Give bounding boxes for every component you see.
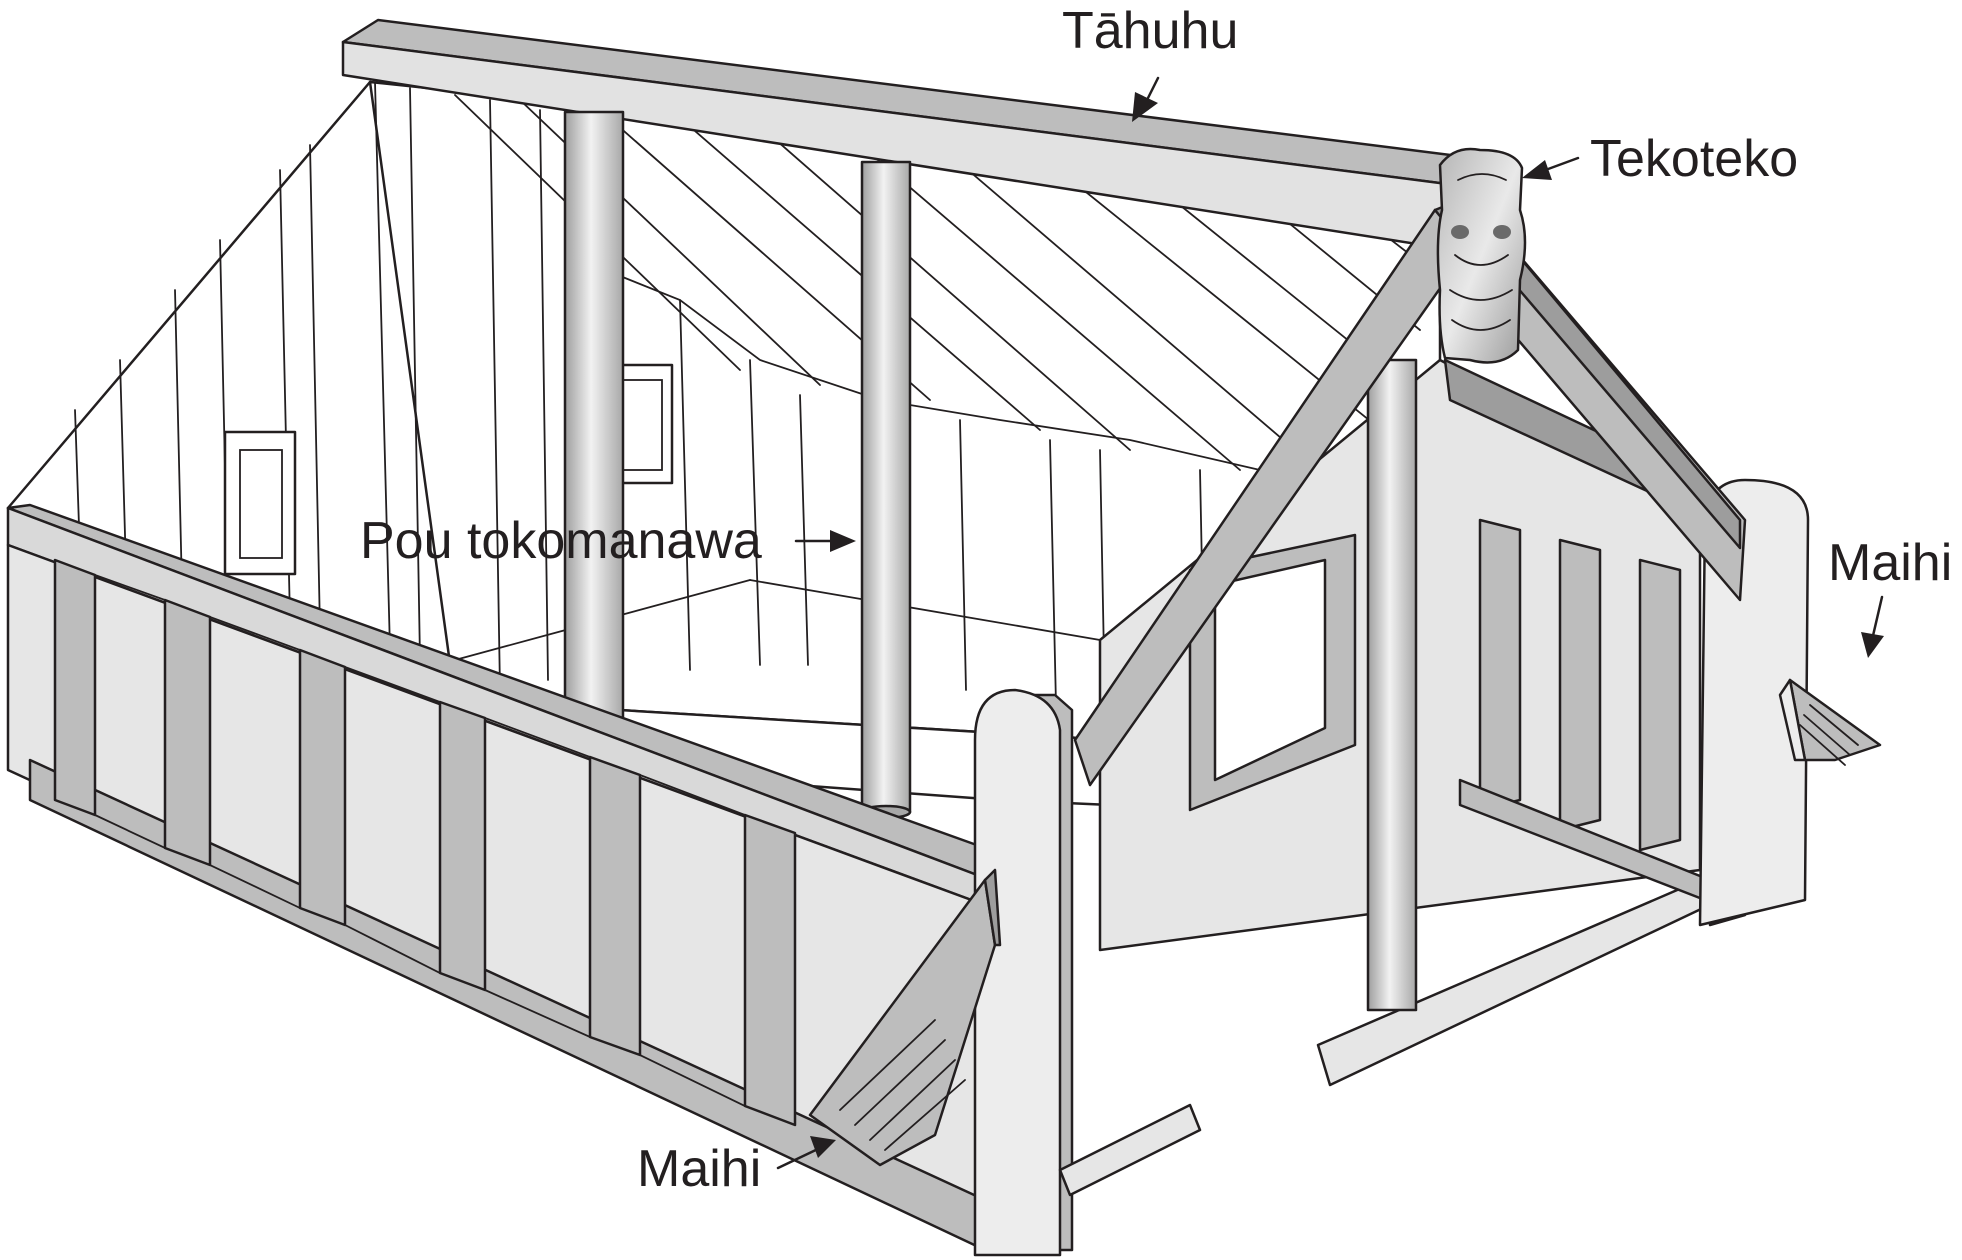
label-pou-tokomanawa: Pou tokomanawa [360,512,762,570]
window-left [223,430,297,576]
front-porch [808,147,1882,1257]
arrow-pou-icon [830,530,856,552]
porch-planks [1478,518,1682,852]
side-wall [6,503,987,1252]
front-center-post [1366,358,1418,1012]
pou-post-center [860,160,912,814]
label-maihi-right: Maihi [1828,534,1952,592]
label-tahuhu: Tāhuhu [1062,2,1238,60]
annotations: Tāhuhu Tekoteko Pou tokomanawa Maihi Mai… [360,2,1952,1198]
wall-planks [74,81,1296,736]
tekoteko-carving [1436,147,1527,364]
label-tekoteko: Tekoteko [1590,130,1798,188]
maihi-right-raparapa [1778,678,1882,766]
arrow-tekoteko-icon [1522,160,1552,180]
arrow-tahuhu-icon [1132,92,1158,122]
pou-post-left [563,110,625,724]
arrow-maihi-right-icon [1861,632,1884,658]
label-maihi-left: Maihi [637,1140,761,1198]
maihi-left-raparapa [808,868,1002,1167]
arrow-maihi-left-icon [810,1136,836,1158]
